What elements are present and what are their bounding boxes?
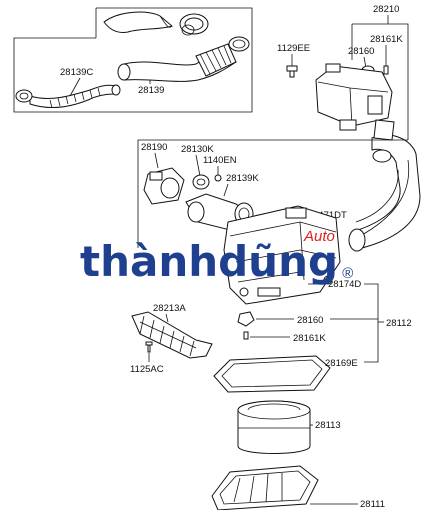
label-28112: 28112 [386, 318, 412, 329]
label-28130k: 28130K [181, 144, 214, 155]
air-duct-28210 [348, 119, 421, 252]
label-28169e: 28169E [325, 358, 358, 369]
bolt-1125ac [145, 341, 153, 353]
air-cleaner-lower-case-28111 [211, 465, 319, 510]
label-1125ac: 1125AC [130, 364, 164, 375]
watermark-brand: thànhdũng [80, 237, 338, 286]
filter-element-28113 [237, 400, 311, 454]
label-1140en: 1140EN [203, 155, 237, 166]
grommet-28160-mid [237, 311, 255, 327]
label-28160-mid: 28160 [297, 315, 323, 326]
bolt-1129ee [286, 65, 298, 78]
label-28111: 28111 [360, 499, 385, 510]
breather-hose-28139c [29, 84, 121, 109]
air-flow-sensor-28190 [143, 167, 185, 205]
clamp-28130k [192, 174, 210, 190]
hose-clamp-top-right [228, 36, 250, 52]
label-28160-top: 28160 [348, 46, 374, 57]
label-1471dt: 1471DT [313, 210, 347, 221]
watermark-sub: Auto [303, 228, 335, 245]
label-28139k: 28139K [226, 173, 259, 184]
label-28161k-top: 28161K [370, 34, 403, 45]
air-cleaner-upper-cover-28112 [223, 205, 341, 305]
hose-collar-upper [179, 13, 209, 36]
gasket-28169e [213, 355, 331, 393]
label-28190: 28190 [141, 142, 167, 153]
hose-bellows [195, 43, 237, 77]
heat-shield-28213a [131, 311, 213, 359]
hose-inset-box [13, 7, 253, 113]
label-28113: 28113 [315, 420, 341, 431]
pin-28161k-mid [243, 331, 249, 340]
label-28139c: 28139C [60, 67, 93, 78]
label-28139: 28139 [138, 85, 164, 96]
resonator-housing [315, 63, 393, 131]
label-28174d: 28174D [328, 279, 361, 290]
pin-28161k-top [383, 65, 389, 75]
upper-hose [103, 11, 174, 33]
watermark-reg: ® [342, 265, 354, 282]
label-28210: 28210 [373, 4, 399, 15]
label-1129ee: 1129EE [277, 43, 310, 54]
screw-1140en [214, 174, 222, 182]
label-28161k-mid: 28161K [293, 333, 326, 344]
watermark-logo: thànhdũng Auto ® [80, 228, 354, 286]
label-28213a: 28213A [153, 303, 186, 314]
hose-clamp-left [15, 89, 33, 103]
